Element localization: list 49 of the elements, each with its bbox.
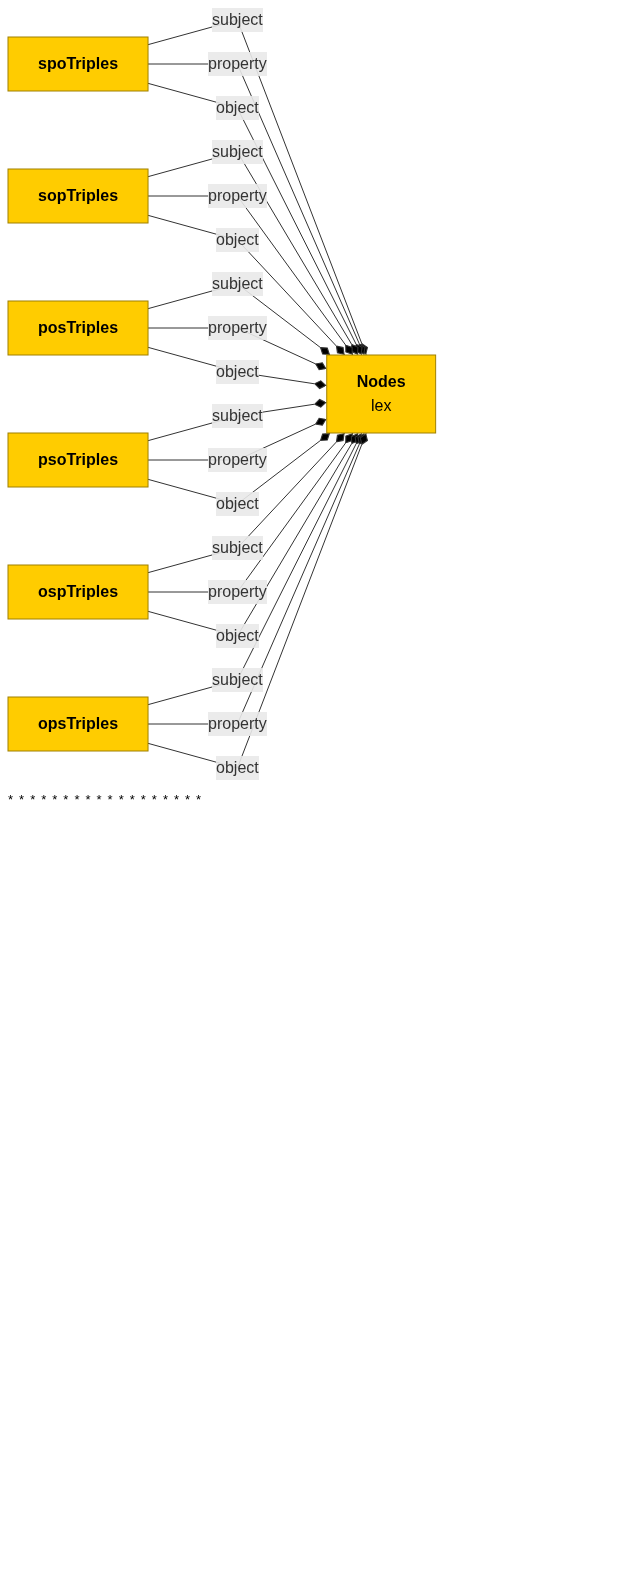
multiplicity-label: * [63, 792, 69, 807]
edge-label: subject [212, 671, 263, 688]
node-box: sopTriples [7, 168, 149, 224]
node-box: Nodes lex [326, 354, 437, 434]
edge-label: property [208, 583, 267, 600]
multiplicity-label: * [118, 792, 124, 807]
connector [147, 346, 328, 390]
edge-label: subject [212, 143, 263, 160]
edge-label: subject [212, 11, 263, 28]
multiplicity-label: * [41, 792, 47, 807]
multiplicity-label: * [129, 792, 135, 807]
multiplicity-label: * [196, 792, 202, 807]
node-box: posTriples [7, 300, 149, 356]
edge-label: property [208, 715, 267, 732]
multiplicity-label: * [185, 792, 191, 807]
edge-label: property [208, 319, 267, 336]
connector [147, 432, 346, 574]
multiplicity-label: * [151, 792, 157, 807]
edge-label: property [208, 187, 267, 204]
edge-label: subject [212, 275, 263, 292]
connector [147, 195, 354, 356]
multiplicity-label: * [74, 792, 80, 807]
multiplicity-label: * [140, 792, 146, 807]
edge-label: subject [212, 539, 263, 556]
multiplicity-label: * [96, 792, 102, 807]
node-box: ospTriples [7, 564, 149, 620]
edge-label: object [216, 627, 259, 644]
multiplicity-label: * [173, 792, 179, 807]
edge-label: subject [212, 407, 263, 424]
node-box: psoTriples [7, 432, 149, 488]
multiplicity-label: * [107, 792, 113, 807]
edge-label: object [216, 759, 259, 776]
multiplicity-label: * [30, 792, 36, 807]
connector [147, 432, 354, 593]
multiplicity-label: * [52, 792, 58, 807]
edge-label: object [216, 495, 259, 512]
edge-label: object [216, 231, 259, 248]
multiplicity-label: * [85, 792, 91, 807]
multiplicity-label: * [162, 792, 168, 807]
node-box: spoTriples [7, 36, 149, 92]
edge-label: property [208, 55, 267, 72]
connector [147, 214, 346, 356]
edge-label: property [208, 451, 267, 468]
multiplicity-label: * [19, 792, 25, 807]
edge-label: object [216, 363, 259, 380]
edge-label: object [216, 99, 259, 116]
connector [147, 398, 328, 442]
node-box: opsTriples [7, 696, 149, 752]
multiplicity-label: * [8, 792, 14, 807]
